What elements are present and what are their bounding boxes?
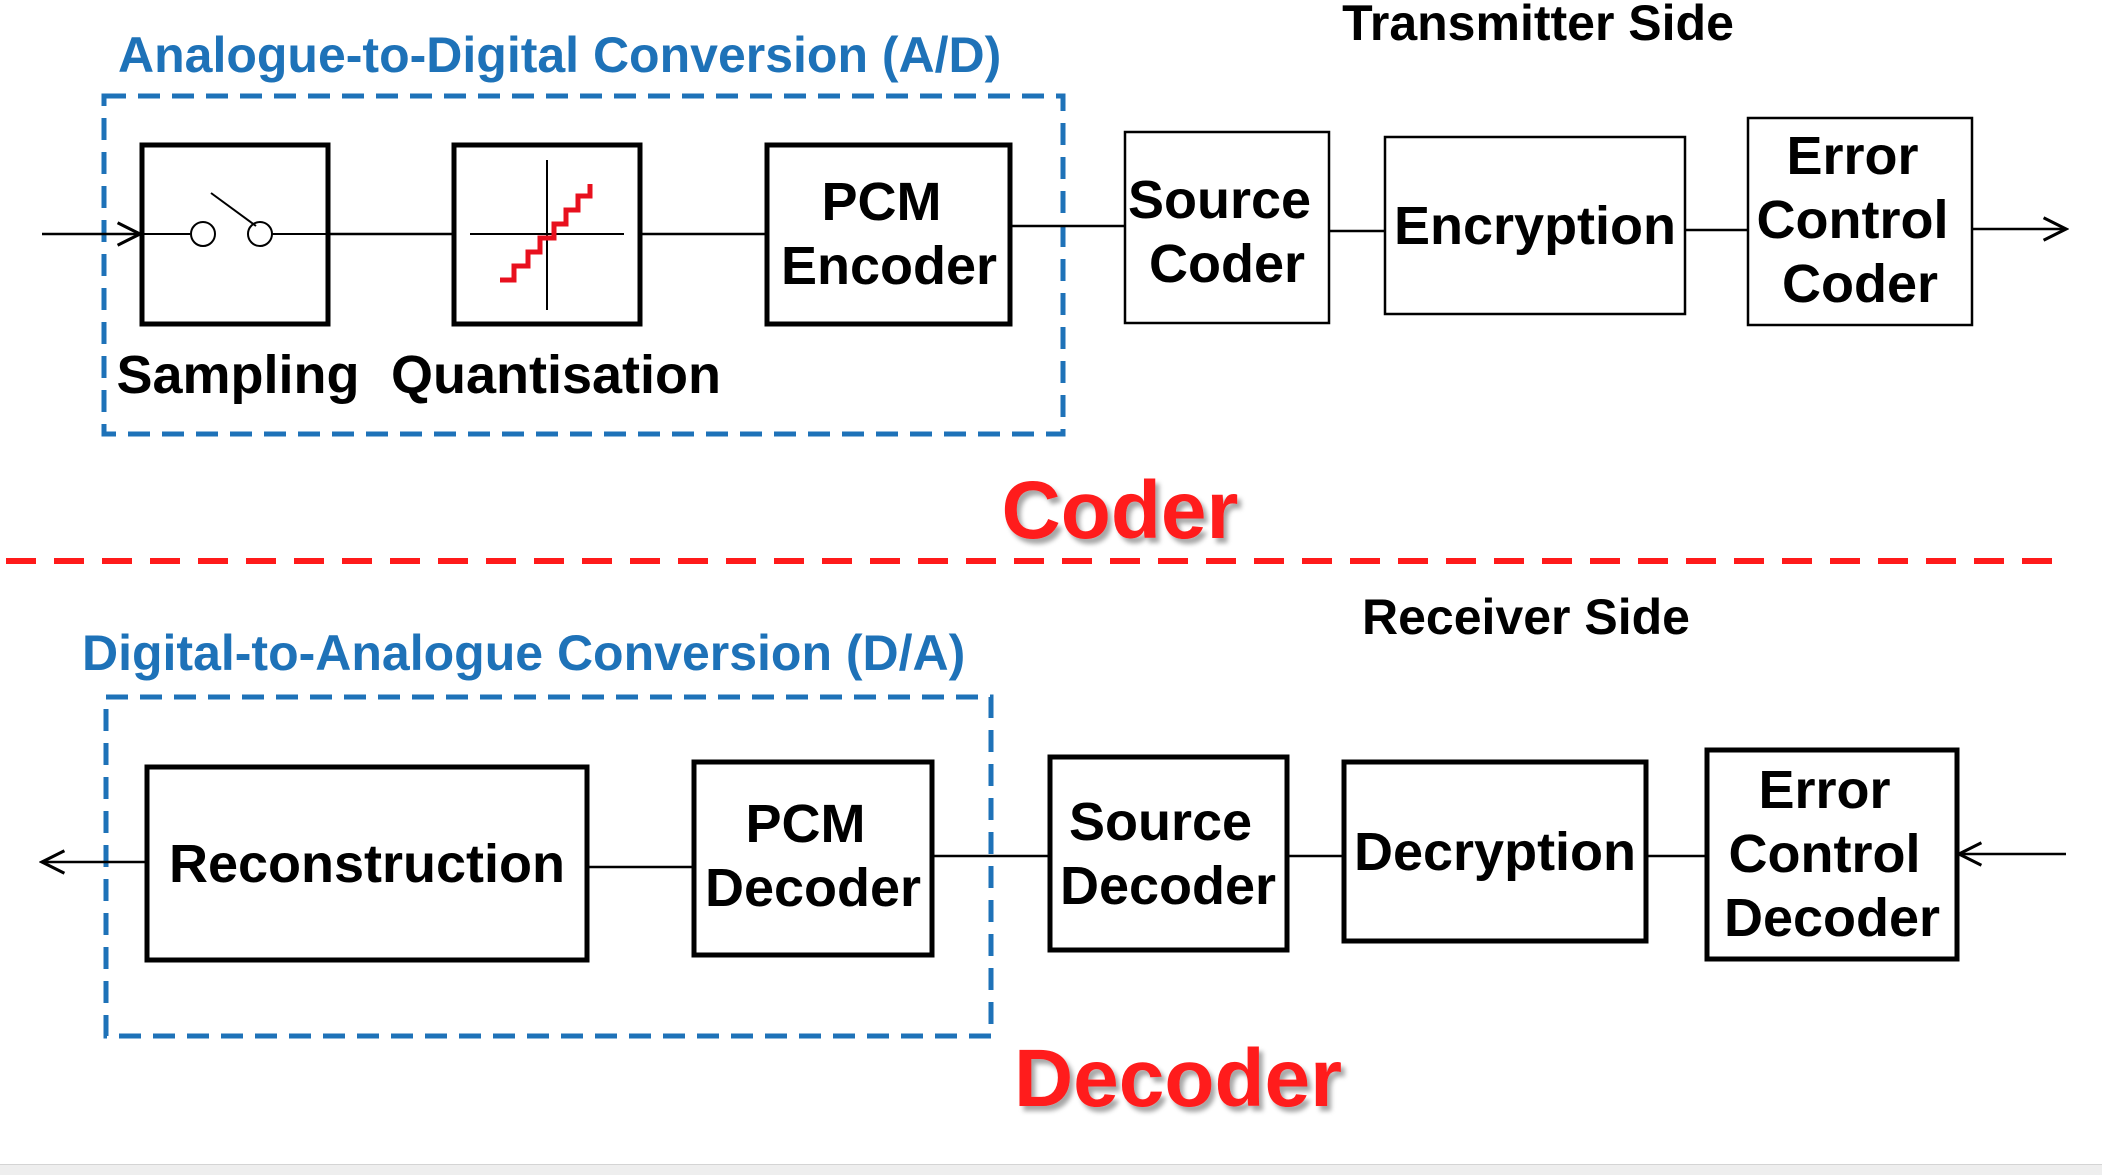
receiver-side-label: Receiver Side: [1362, 589, 1690, 645]
error-control-coder-label: Error Control Coder: [1757, 126, 1964, 314]
encryption-label: Encryption: [1394, 196, 1676, 256]
decryption-label: Decryption: [1354, 822, 1636, 882]
transmitter-side-label: Transmitter Side: [1342, 0, 1734, 51]
error-control-coder-block: [1746, 116, 1974, 327]
coder-section-label: Coder: [1002, 465, 1239, 556]
ad-conversion-group: [101, 93, 1066, 437]
source-coder-block: [1123, 130, 1331, 325]
source-decoder-label: Source Decoder: [1060, 792, 1276, 916]
encryption-block: [1383, 135, 1687, 316]
sampling-label: Sampling: [116, 345, 359, 405]
pcm-encoder-block: [764, 142, 1013, 327]
decryption-block: [1341, 759, 1649, 944]
quantisation-label: Quantisation: [391, 345, 721, 405]
source-decoder-block: [1047, 754, 1290, 953]
source-coder-label: Source Coder: [1128, 170, 1326, 294]
error-control-decoder-block: [1704, 747, 1960, 962]
da-conversion-title: Digital-to-Analogue Conversion (D/A): [82, 625, 965, 681]
decoder-section-label: Decoder: [1014, 1033, 1342, 1124]
pcm-decoder-label: PCM Decoder: [705, 794, 921, 918]
window-bottom-edge: [0, 1164, 2102, 1175]
ad-conversion-title: Analogue-to-Digital Conversion (A/D): [118, 27, 1001, 83]
pcm-encoder-label: PCM Encoder: [781, 172, 997, 296]
quantiser-staircase-icon: [470, 160, 624, 310]
da-conversion-group: [103, 694, 994, 1039]
pcm-decoder-block: [691, 759, 935, 958]
reconstruction-label: Reconstruction: [169, 834, 565, 894]
reconstruction-block: [144, 764, 590, 963]
switch-icon: [142, 192, 328, 247]
error-control-decoder-label: Error Control Decoder: [1724, 760, 1940, 948]
